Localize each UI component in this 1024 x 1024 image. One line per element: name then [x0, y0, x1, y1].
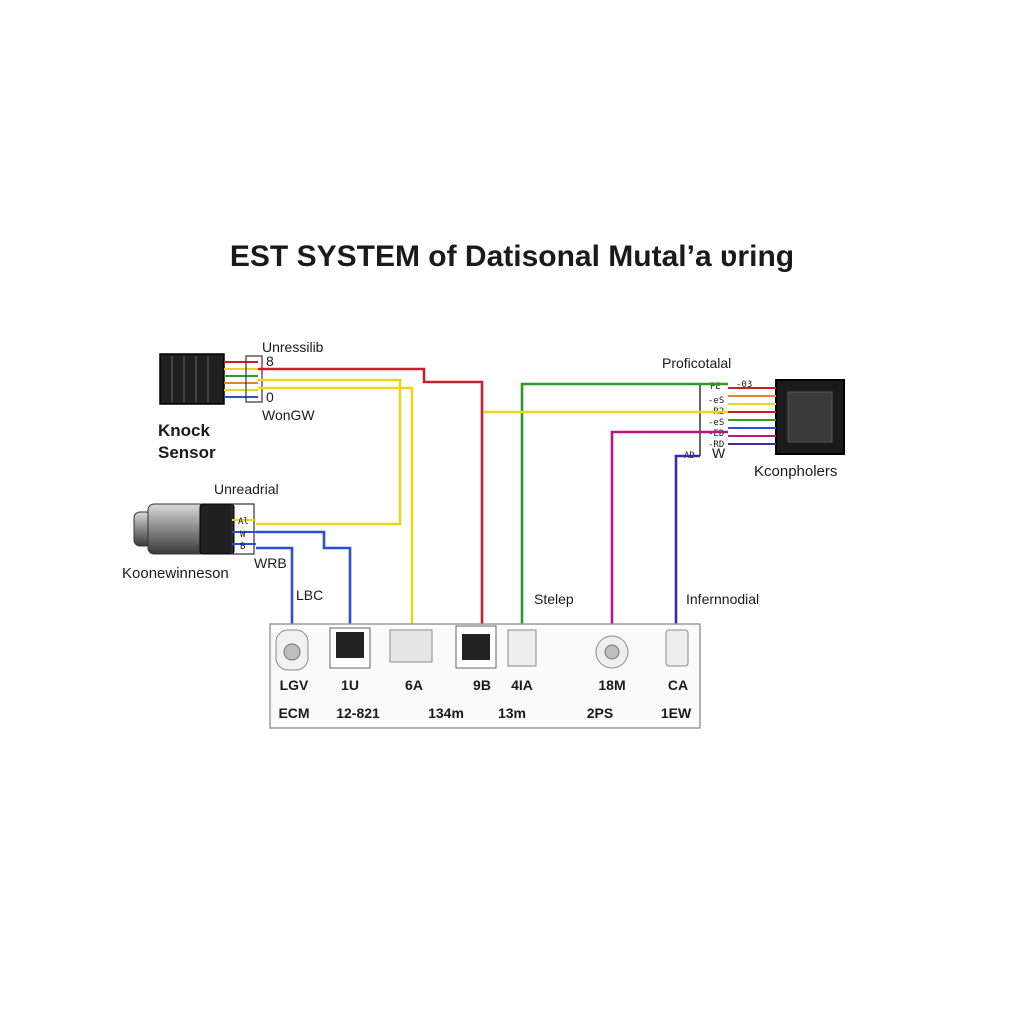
- knock-sensor-name-1: Knock: [158, 421, 211, 440]
- wires: [256, 367, 728, 640]
- ecm-row1-label-2: 1U: [341, 677, 359, 693]
- knock-sensor: [159, 353, 263, 405]
- right-module-pin-code-2: -eS: [708, 396, 724, 406]
- knock-sensor-top-pin: 8: [266, 353, 274, 369]
- ecm-row1-label-4: 9B: [473, 677, 491, 693]
- right-module-pin-top: PE: [710, 382, 721, 392]
- knock-sensor-bottom-pin: 0: [266, 389, 274, 405]
- ecm-row1-label-3: 6A: [405, 677, 423, 693]
- right-module-pin-bottom: W: [712, 445, 726, 461]
- ecm-panel: [269, 623, 701, 729]
- ecm-row1-label-5: 4IA: [511, 677, 533, 693]
- knock-sensor-name-2: Sensor: [158, 443, 216, 462]
- ecm-row1-label-7: CA: [668, 677, 688, 693]
- knock-sensor-top-label: Unressilib: [262, 339, 324, 355]
- second-sensor-pin-2: W: [240, 530, 246, 540]
- ecm-row2-label-4: 13m: [498, 705, 526, 721]
- wire-label-stelep: Stelep: [534, 591, 574, 607]
- diagram-title: EST SYSTEM of Datisonal Mutal’a ʋring: [230, 240, 794, 273]
- second-sensor-pin-3: B: [240, 542, 245, 552]
- wire-label-lbc: LBC: [296, 587, 323, 603]
- right-module-pin-code-1: -03: [736, 380, 752, 390]
- second-sensor: [133, 503, 256, 555]
- ecm-row2-label-6: 1EW: [661, 705, 692, 721]
- right-module-pin-code-5: -ED: [708, 429, 724, 439]
- ecm-row2-label-3: 134m: [428, 705, 464, 721]
- second-sensor-name: Koonewinneson: [122, 565, 229, 582]
- knock-sensor-bottom-label: WonGW: [262, 407, 315, 423]
- ecm-row2-label-5: 2PS: [587, 705, 613, 721]
- ecm-row2-label-1: ECM: [278, 705, 309, 721]
- ecm-row2-label-2: 12-821: [336, 705, 380, 721]
- wire-label-infernnodial: Infernnodial: [686, 591, 759, 607]
- ecm-row1-label-1: LGV: [280, 677, 309, 693]
- second-sensor-wire-label: WRB: [254, 555, 287, 571]
- second-sensor-top-label: Unreadrial: [214, 481, 279, 497]
- right-module-pin-code-6: -RD: [708, 440, 724, 450]
- right-module: [699, 379, 845, 456]
- right-module-pin-code-4: -eS: [708, 418, 724, 428]
- right-module-name: Kconpholers: [754, 463, 837, 480]
- ecm-row1-label-6: 18M: [598, 677, 625, 693]
- second-sensor-pin-1: Al: [238, 517, 249, 527]
- right-module-top-label: Proficotalal: [662, 355, 731, 371]
